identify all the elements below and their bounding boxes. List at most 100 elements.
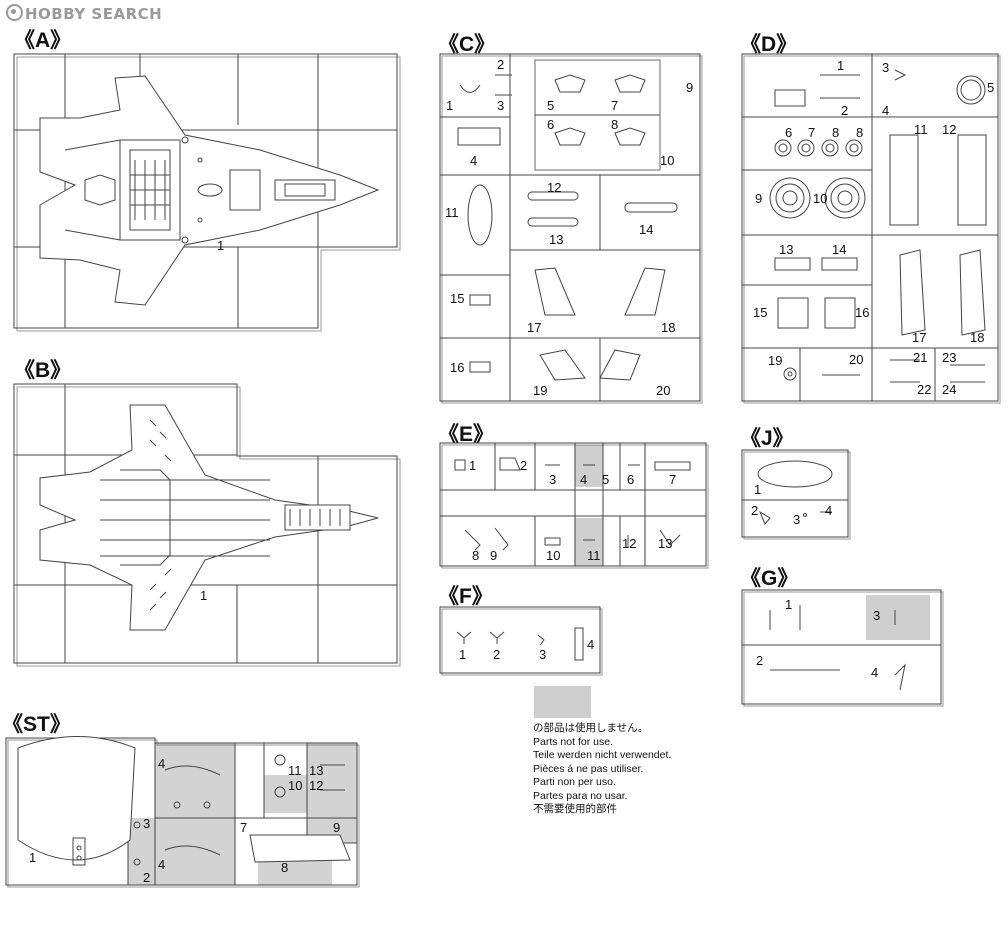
- sprue-j-title: 《J》: [740, 427, 794, 450]
- part-d-24: 24: [942, 382, 957, 397]
- part-st-9: 9: [333, 820, 341, 835]
- sprue-g-title: 《G》: [740, 567, 799, 590]
- part-e-1: 1: [469, 458, 477, 473]
- part-j-1: 1: [754, 482, 762, 497]
- part-f-1: 1: [459, 647, 467, 662]
- part-c-7: 7: [611, 98, 619, 113]
- legend-line-de: Teile werden nicht verwendet.: [533, 749, 672, 761]
- part-c-18: 18: [661, 320, 676, 335]
- sprue-a-title: 《A》: [14, 29, 72, 52]
- part-c-4: 4: [470, 153, 478, 168]
- part-st-1: 1: [29, 850, 37, 865]
- part-st-11: 11: [288, 763, 302, 778]
- part-d-13: 13: [779, 242, 794, 257]
- part-a-1: 1: [217, 238, 225, 253]
- part-st-4a: 4: [158, 756, 166, 771]
- sprue-st-frame: [5, 736, 360, 888]
- part-e-8: 8: [472, 548, 480, 563]
- part-g-3: 3: [873, 608, 881, 623]
- part-j-2: 2: [751, 503, 759, 518]
- part-c-5: 5: [547, 98, 555, 113]
- f35-bottom-view: [39, 404, 379, 631]
- unused-parts-legend: の部品は使用しません。 Parts not for use. Teile wer…: [533, 722, 671, 817]
- part-c-6: 6: [547, 117, 555, 132]
- part-c-8: 8: [611, 117, 619, 132]
- part-g-2: 2: [756, 653, 764, 668]
- part-f-2: 2: [493, 647, 501, 662]
- sprue-j-frame: [741, 449, 851, 540]
- part-c-20: 20: [656, 383, 671, 398]
- legend-line-zh: 不需要使用的部件: [533, 803, 617, 815]
- sprue-d-frame: [741, 53, 1001, 404]
- part-st-2: 2: [143, 870, 151, 885]
- sprue-d-title: 《D》: [740, 33, 798, 56]
- part-c-13: 13: [549, 232, 564, 247]
- part-d-14: 14: [832, 242, 847, 257]
- sprue-f-frame: [439, 606, 603, 676]
- part-d-8b: 8: [856, 125, 864, 140]
- sprue-e-frame: [439, 442, 709, 569]
- part-d-2: 2: [841, 103, 849, 118]
- part-g-1: 1: [785, 597, 793, 612]
- sprue-b-title: 《B》: [14, 359, 72, 382]
- part-e-5: 5: [602, 472, 610, 487]
- part-d-15: 15: [753, 305, 768, 320]
- part-d-1: 1: [837, 58, 845, 73]
- part-c-12: 12: [547, 180, 562, 195]
- part-c-2: 2: [497, 57, 505, 72]
- legend-line-it: Parti non per uso.: [533, 776, 616, 788]
- part-f-4: 4: [587, 637, 595, 652]
- part-d-16: 16: [855, 305, 870, 320]
- part-c-17: 17: [527, 320, 542, 335]
- sprue-st-title: 《ST》: [2, 713, 71, 736]
- part-d-6: 6: [785, 125, 793, 140]
- part-c-11: 11: [445, 205, 459, 220]
- part-e-12: 12: [622, 536, 637, 551]
- legend-line-es: Partes para no usar.: [533, 789, 628, 802]
- part-c-15: 15: [450, 291, 465, 306]
- part-d-10: 10: [813, 191, 828, 206]
- part-st-7: 7: [240, 820, 248, 835]
- sprue-g-frame: [741, 589, 944, 707]
- part-b-1: 1: [200, 588, 208, 603]
- sprue-c-frame: [439, 53, 703, 404]
- part-j-4: 4: [825, 503, 833, 518]
- part-d-7: 7: [808, 125, 816, 140]
- sprue-f-title: 《F》: [438, 585, 493, 608]
- part-d-11: 11: [914, 122, 928, 137]
- part-j-3: 3: [793, 512, 801, 527]
- legend-line-ja: の部品は使用しません。: [533, 722, 649, 734]
- part-e-7: 7: [669, 472, 677, 487]
- part-e-9: 9: [490, 548, 498, 563]
- part-c-3: 3: [497, 98, 505, 113]
- part-d-4: 4: [882, 103, 890, 118]
- part-f-3: 3: [539, 647, 547, 662]
- part-st-12: 12: [309, 778, 324, 793]
- part-d-22: 22: [917, 382, 932, 397]
- part-e-11: 11: [587, 548, 601, 563]
- part-e-10: 10: [546, 548, 561, 563]
- part-e-13: 13: [658, 536, 673, 551]
- part-d-5: 5: [987, 80, 995, 95]
- part-c-19: 19: [533, 383, 548, 398]
- part-c-10: 10: [660, 153, 675, 168]
- part-d-23: 23: [942, 350, 957, 365]
- sprue-e-title: 《E》: [438, 423, 495, 446]
- part-st-4b: 4: [158, 857, 166, 872]
- part-e-4: 4: [580, 472, 588, 487]
- unused-parts-swatch: [534, 686, 591, 718]
- part-c-1: 1: [446, 98, 454, 113]
- legend-line-fr: Pièces á ne pas utiliser.: [533, 762, 644, 775]
- part-e-6: 6: [627, 472, 635, 487]
- part-d-19: 19: [768, 353, 783, 368]
- brand-mark-icon: [6, 4, 23, 21]
- part-d-20: 20: [849, 352, 864, 367]
- part-d-18: 18: [970, 330, 985, 345]
- part-d-3: 3: [882, 60, 890, 75]
- legend-line-en: Parts not for use.: [533, 735, 613, 748]
- part-st-3: 3: [143, 816, 151, 831]
- part-st-10: 10: [288, 778, 303, 793]
- part-d-17: 17: [912, 330, 927, 345]
- part-d-9: 9: [755, 191, 763, 206]
- part-e-3: 3: [549, 472, 557, 487]
